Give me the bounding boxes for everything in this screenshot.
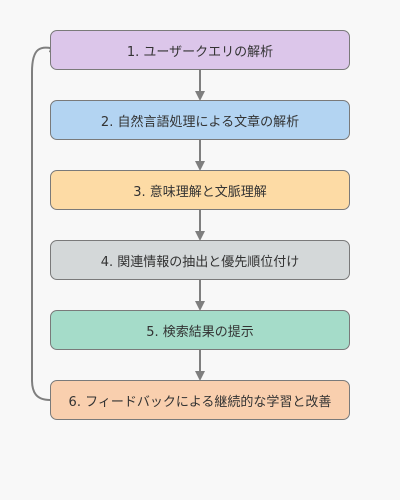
step-3-label: 3. 意味理解と文脈理解	[133, 184, 267, 200]
step-5-label: 5. 検索結果の提示	[146, 324, 254, 340]
feedback-loop-arrow	[31, 42, 60, 401]
step-2-label: 2. 自然言語処理による文章の解析	[100, 114, 300, 130]
step-4-label: 4. 関連情報の抽出と優先順位付け	[100, 254, 300, 270]
step-5-result-presentation: 5. 検索結果の提示	[50, 310, 350, 350]
step-2-nlp-analysis: 2. 自然言語処理による文章の解析	[50, 100, 350, 140]
step-4-extraction-prioritization: 4. 関連情報の抽出と優先順位付け	[50, 240, 350, 280]
step-1-label: 1. ユーザークエリの解析	[126, 44, 274, 60]
step-6-label: 6. フィードバックによる継続的な学習と改善	[68, 394, 332, 410]
step-3-semantic-understanding: 3. 意味理解と文脈理解	[50, 170, 350, 210]
step-6-feedback-learning: 6. フィードバックによる継続的な学習と改善	[50, 380, 350, 420]
step-1-query-analysis: 1. ユーザークエリの解析	[50, 30, 350, 70]
